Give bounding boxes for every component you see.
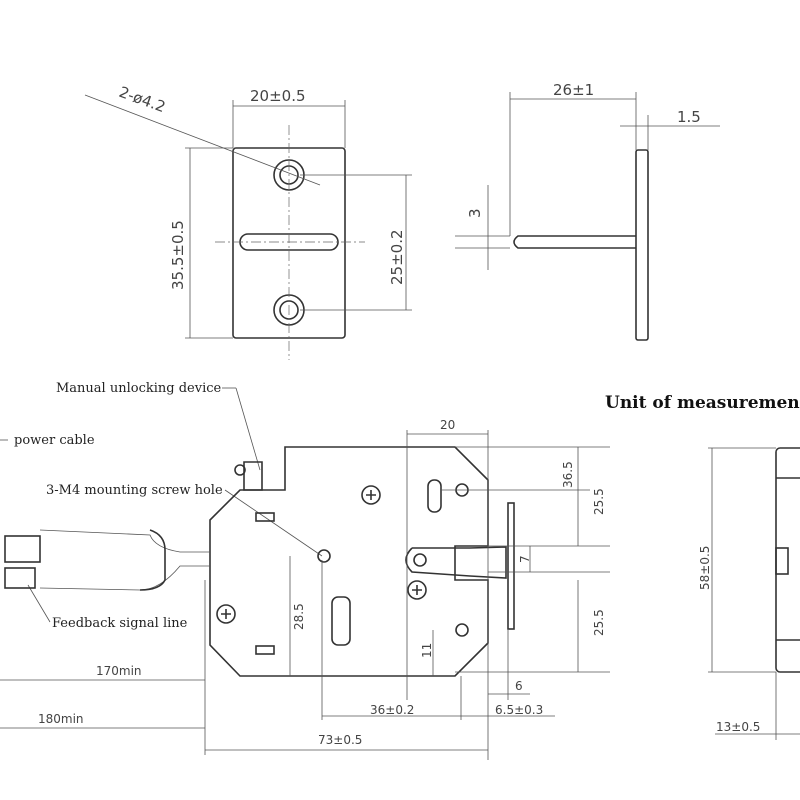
screw-icon <box>361 485 381 505</box>
dim-6: 6 <box>515 679 523 693</box>
lock-side-view <box>708 447 800 740</box>
dim-28-5: 28.5 <box>292 603 306 630</box>
dim-25-5-top: 25.5 <box>592 488 606 515</box>
plate-height-label: 35.5±0.5 <box>169 220 187 290</box>
dim-170min: 170min <box>96 664 142 678</box>
power-cable-callout: power cable <box>14 433 95 448</box>
hole-spacing-label: 25±0.2 <box>388 229 406 285</box>
plate-width-label: 20±0.5 <box>250 87 306 105</box>
strike-plate-side-view <box>455 92 720 341</box>
dim-7: 7 <box>518 555 532 563</box>
strike-plate-front-view <box>84 94 412 360</box>
unit-label: Unit of measurement: <box>605 393 800 413</box>
screw-icon <box>216 604 236 624</box>
feedback-callout: Feedback signal line <box>52 616 188 631</box>
manual-unlock-callout: Manual unlocking device <box>56 381 222 396</box>
pin-label: 3 <box>466 208 484 218</box>
dim-20: 20 <box>440 418 455 432</box>
side-height-label: 58±0.5 <box>698 546 712 590</box>
thickness-label: 1.5 <box>677 108 701 126</box>
dimension-lines <box>0 430 610 760</box>
screw-icon <box>407 580 427 600</box>
side-depth-label: 13±0.5 <box>716 720 760 734</box>
dim-6-5: 6.5±0.3 <box>495 703 543 717</box>
bracket-length-label: 26±1 <box>553 81 594 99</box>
dim-25-5-bottom: 25.5 <box>592 609 606 636</box>
dim-11: 11 <box>420 643 434 658</box>
dim-36: 36±0.2 <box>370 703 414 717</box>
mounting-hole-callout: 3-M4 mounting screw hole <box>46 483 223 498</box>
dim-36-5: 36.5 <box>561 461 575 488</box>
dim-73: 73±0.5 <box>318 733 362 747</box>
dim-180min: 180min <box>38 712 84 726</box>
hole-diameter-label: 2-ø4.2 <box>117 83 168 116</box>
lock-body <box>4 446 515 677</box>
